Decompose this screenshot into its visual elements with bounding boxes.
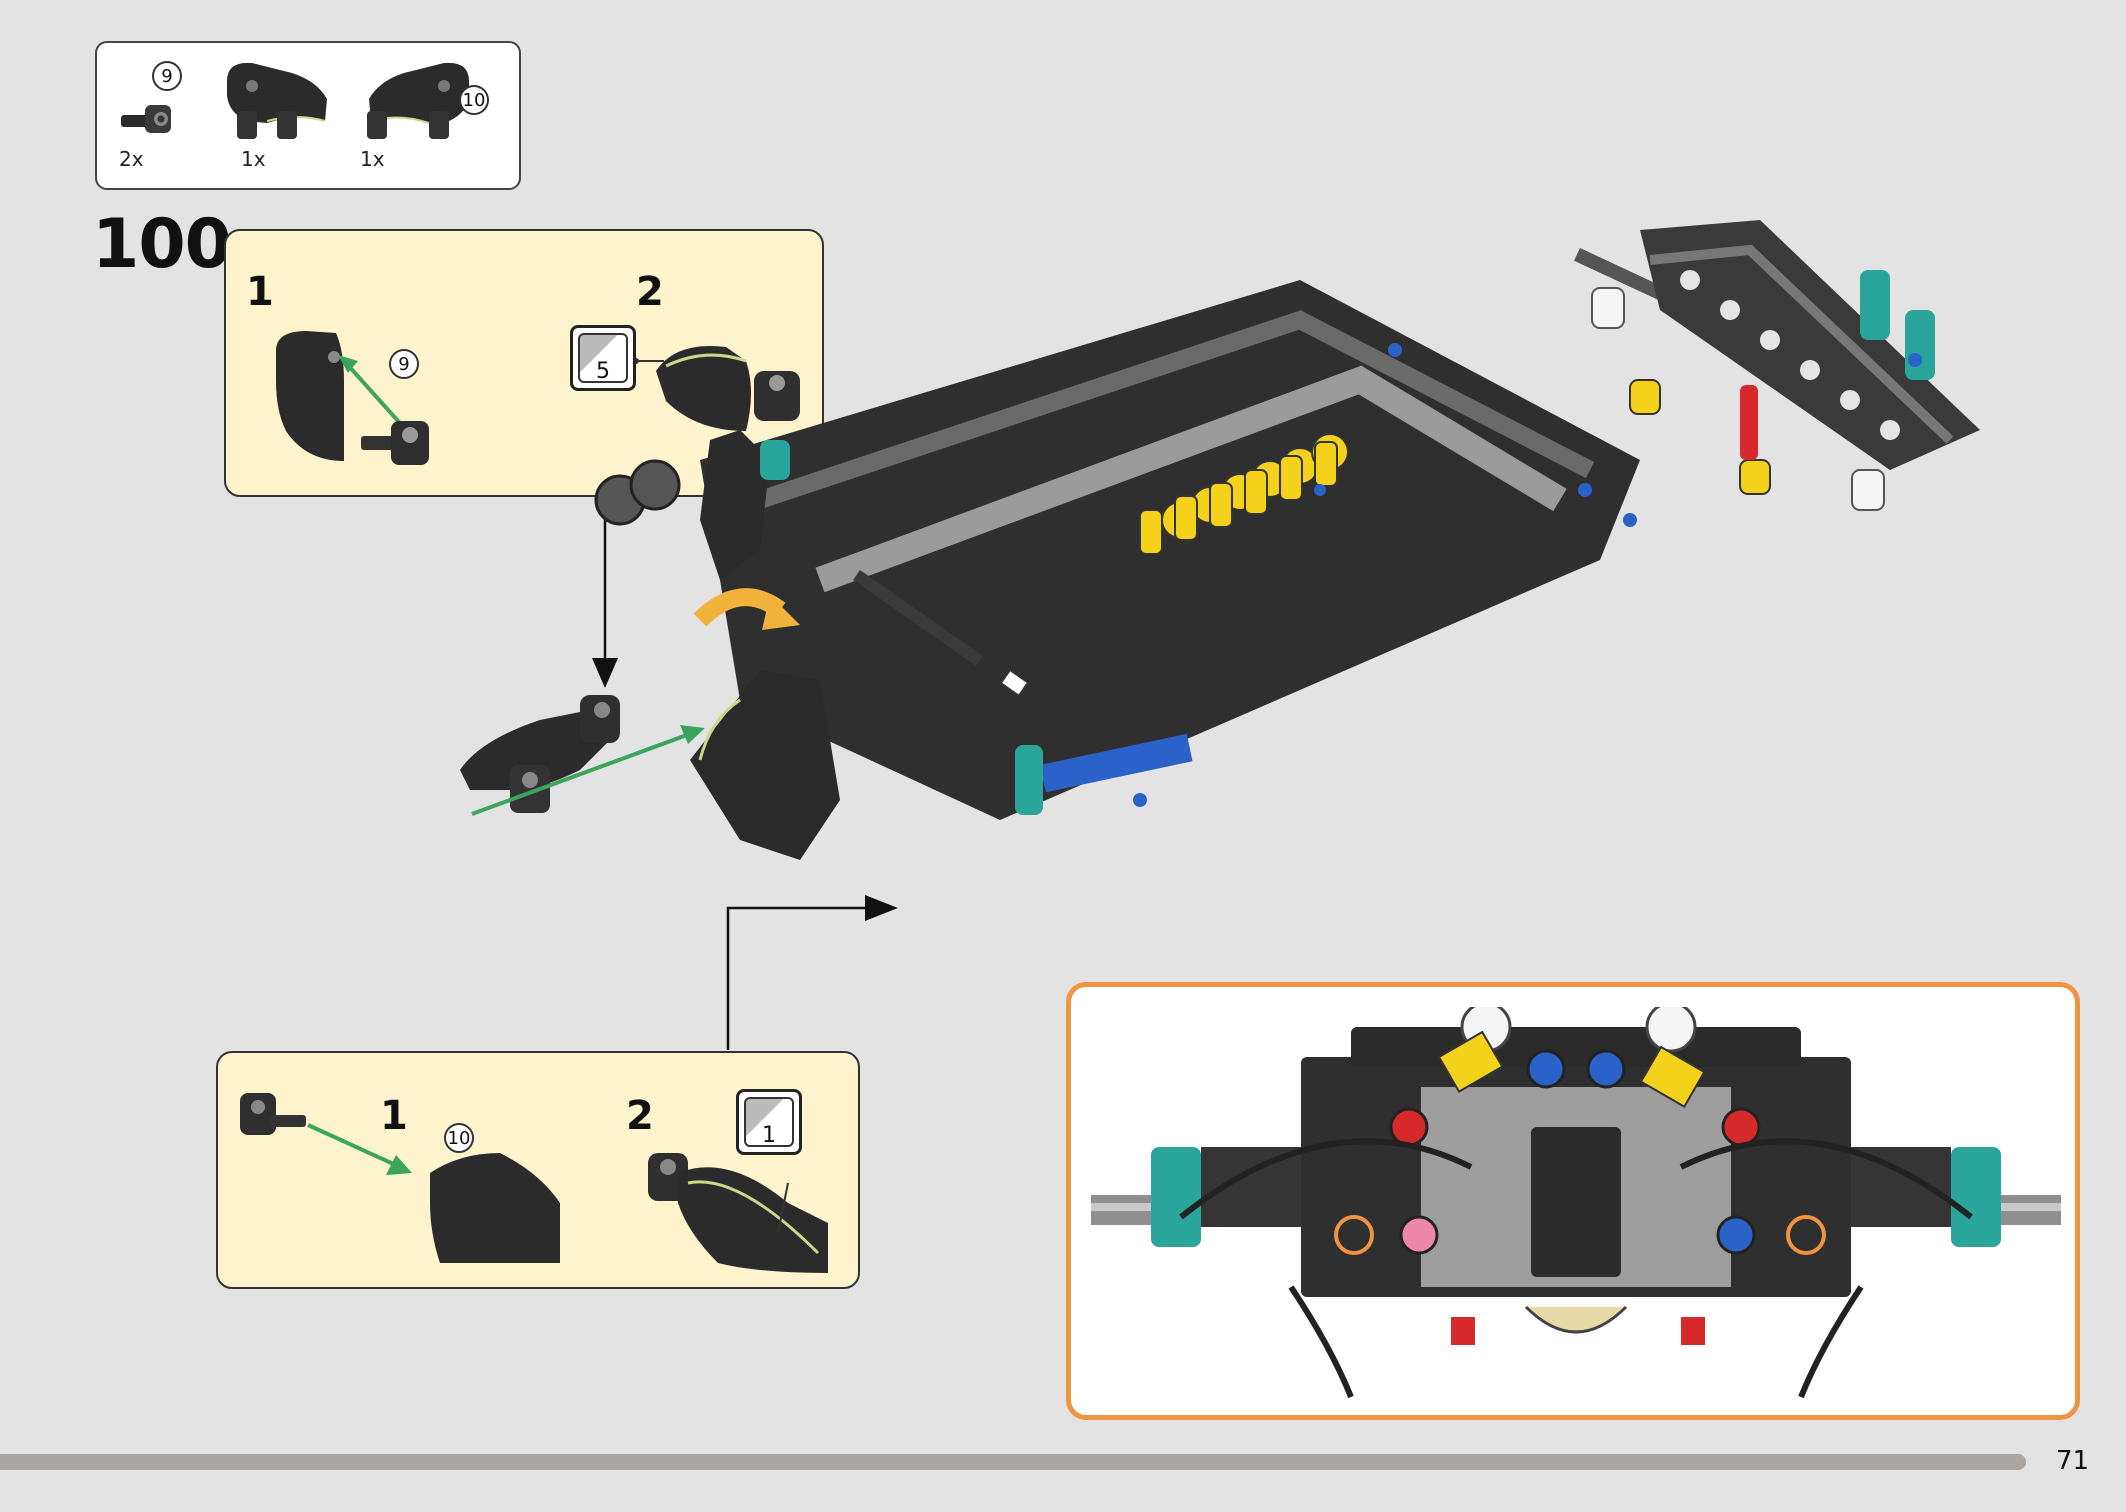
rotate-indicator: 5 (570, 325, 636, 391)
page-progress-bar (0, 1454, 2026, 1470)
rotate-icon (578, 333, 628, 383)
part-qty: 1x (360, 147, 385, 171)
substep-box-bottom: 1 10 2 1 (216, 1051, 860, 1289)
axle-pin-part-icon (121, 105, 171, 133)
connector-arrow-bottom (726, 895, 898, 1050)
rotate-indicator: 1 (736, 1089, 802, 1155)
rotate-count: 5 (596, 359, 610, 384)
black-panel-rotated-icon (648, 1153, 828, 1273)
parts-list-box: 2x 9 1x 10 1x (95, 41, 521, 190)
substep-number: 2 (636, 269, 664, 315)
black-panel-assembly-icon (276, 331, 429, 465)
panel-attach-left-icon (460, 695, 705, 816)
part-qty: 1x (241, 147, 266, 171)
part-callout: 9 (389, 349, 419, 379)
page-number: 71 (2056, 1446, 2090, 1476)
substep-number: 2 (626, 1093, 654, 1139)
part-callout: 10 (444, 1123, 474, 1153)
rotate-icon (744, 1097, 794, 1147)
rotate-count: 1 (762, 1123, 776, 1148)
connector-arrow-top (592, 493, 618, 688)
black-panel-right-part-icon (367, 62, 469, 139)
step-number: 100 (92, 205, 232, 284)
part-qty: 2x (119, 147, 144, 171)
substep-number: 1 (380, 1093, 408, 1139)
axle-pin-attach-icon (240, 1093, 560, 1263)
black-panel-rotated-icon (636, 346, 800, 431)
detail-view-box (1066, 982, 2080, 1420)
chassis-front-view (1091, 1007, 2061, 1399)
black-panel-left-part-icon (227, 62, 327, 139)
main-chassis-model (594, 220, 1980, 860)
part-callout: 9 (152, 61, 182, 91)
part-callout: 10 (459, 85, 489, 115)
substep-number: 1 (246, 269, 274, 315)
